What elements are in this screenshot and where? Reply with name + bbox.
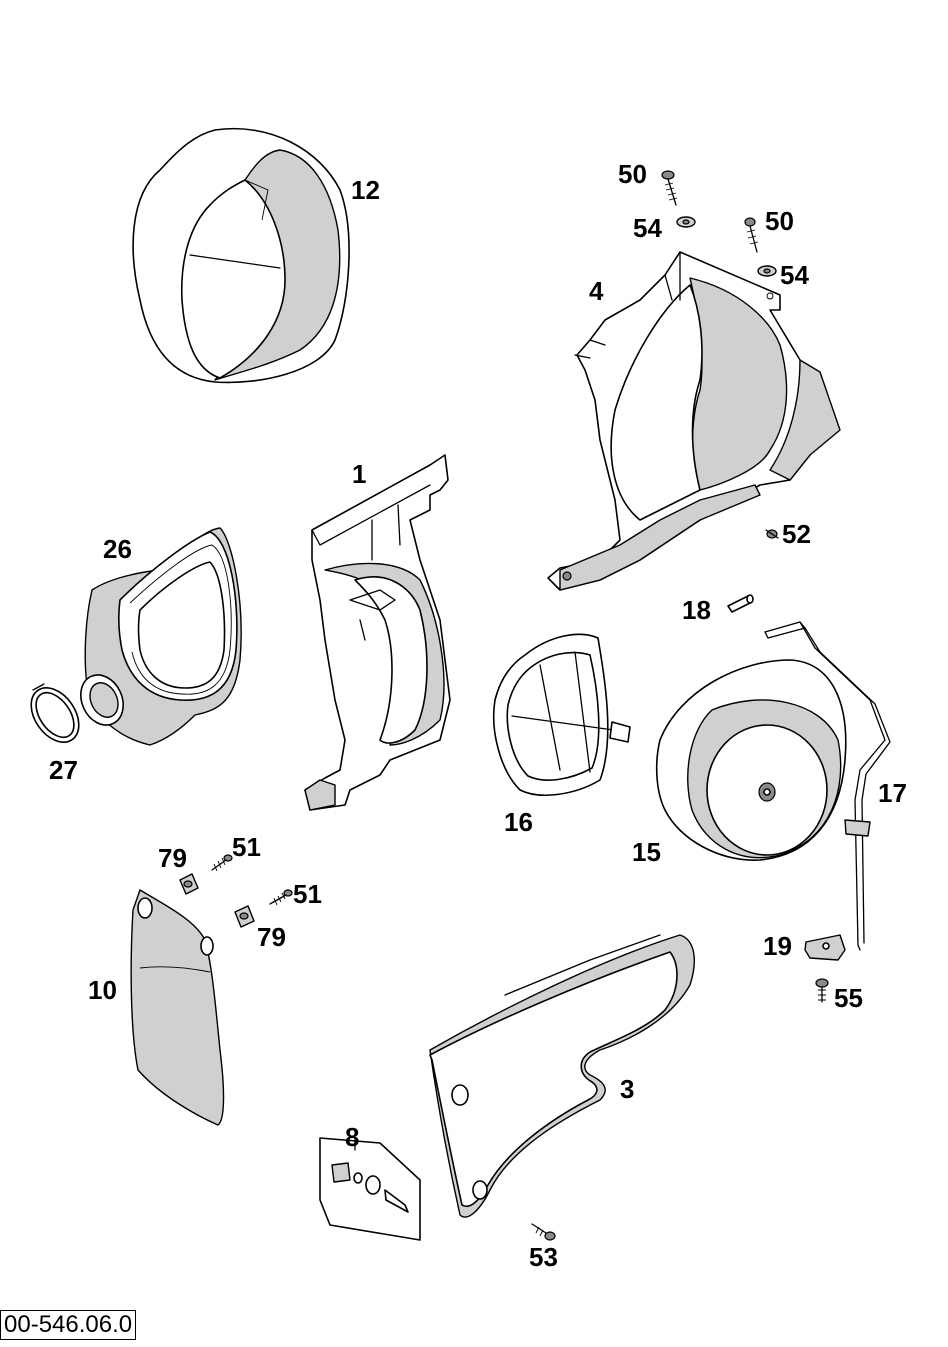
- part-26-intake-boot: [80, 527, 242, 746]
- part-54-washer-upper: [676, 216, 696, 228]
- callout-19: 19: [763, 931, 792, 961]
- callout-1: 1: [352, 459, 366, 489]
- callout-3: 3: [620, 1074, 634, 1104]
- part-79-grommet-upper: [179, 873, 199, 895]
- callout-18: 18: [682, 595, 711, 625]
- part-53-screw: [531, 1223, 556, 1241]
- callout-79-lower: 79: [257, 922, 286, 952]
- part-50-screw-lower: [744, 217, 759, 253]
- callout-51-lower: 51: [293, 879, 322, 909]
- callout-51-upper: 51: [232, 832, 261, 862]
- callout-55: 55: [834, 983, 863, 1013]
- callout-79-upper: 79: [158, 843, 187, 873]
- part-79-grommet-lower: [234, 905, 255, 928]
- part-3-side-cover: [429, 934, 696, 1218]
- part-55-screw: [815, 978, 829, 1003]
- part-51-screw-lower: [269, 889, 293, 906]
- part-1-airbox-frame: [304, 454, 451, 811]
- callout-12: 12: [351, 175, 380, 205]
- callout-54-lower: 54: [780, 260, 809, 290]
- part-52-screw: [765, 529, 779, 539]
- part-17-holding-wire: [764, 621, 891, 951]
- callout-27: 27: [49, 755, 78, 785]
- part-19-bracket: [804, 934, 846, 961]
- callout-53: 53: [529, 1242, 558, 1272]
- callout-10: 10: [88, 975, 117, 1005]
- part-54-washer-lower: [757, 265, 777, 277]
- callout-50-lower: 50: [765, 206, 794, 236]
- callout-52: 52: [782, 519, 811, 549]
- part-51-screw-upper: [211, 854, 233, 872]
- callout-8: 8: [345, 1122, 359, 1152]
- callout-54-upper: 54: [633, 213, 662, 243]
- part-15-air-filter: [655, 659, 847, 861]
- callout-50-upper: 50: [618, 159, 647, 189]
- callout-17: 17: [878, 778, 907, 808]
- part-12-filter-cover: [132, 127, 350, 384]
- callout-4: 4: [589, 276, 604, 306]
- drawing-reference-code: 00-546.06.0: [0, 1310, 137, 1340]
- part-10-side-panel: [130, 889, 225, 1126]
- callout-26: 26: [103, 534, 132, 564]
- callout-15: 15: [632, 837, 661, 867]
- part-27-hose-clamp: [30, 683, 80, 743]
- part-4-airbox-upper: [547, 251, 841, 591]
- part-50-screw-upper: [661, 170, 678, 206]
- part-18-pin: [727, 594, 754, 613]
- part-16-filter-cage: [492, 633, 631, 796]
- callout-16: 16: [504, 807, 533, 837]
- part-8-fastener-kit: [319, 1137, 421, 1241]
